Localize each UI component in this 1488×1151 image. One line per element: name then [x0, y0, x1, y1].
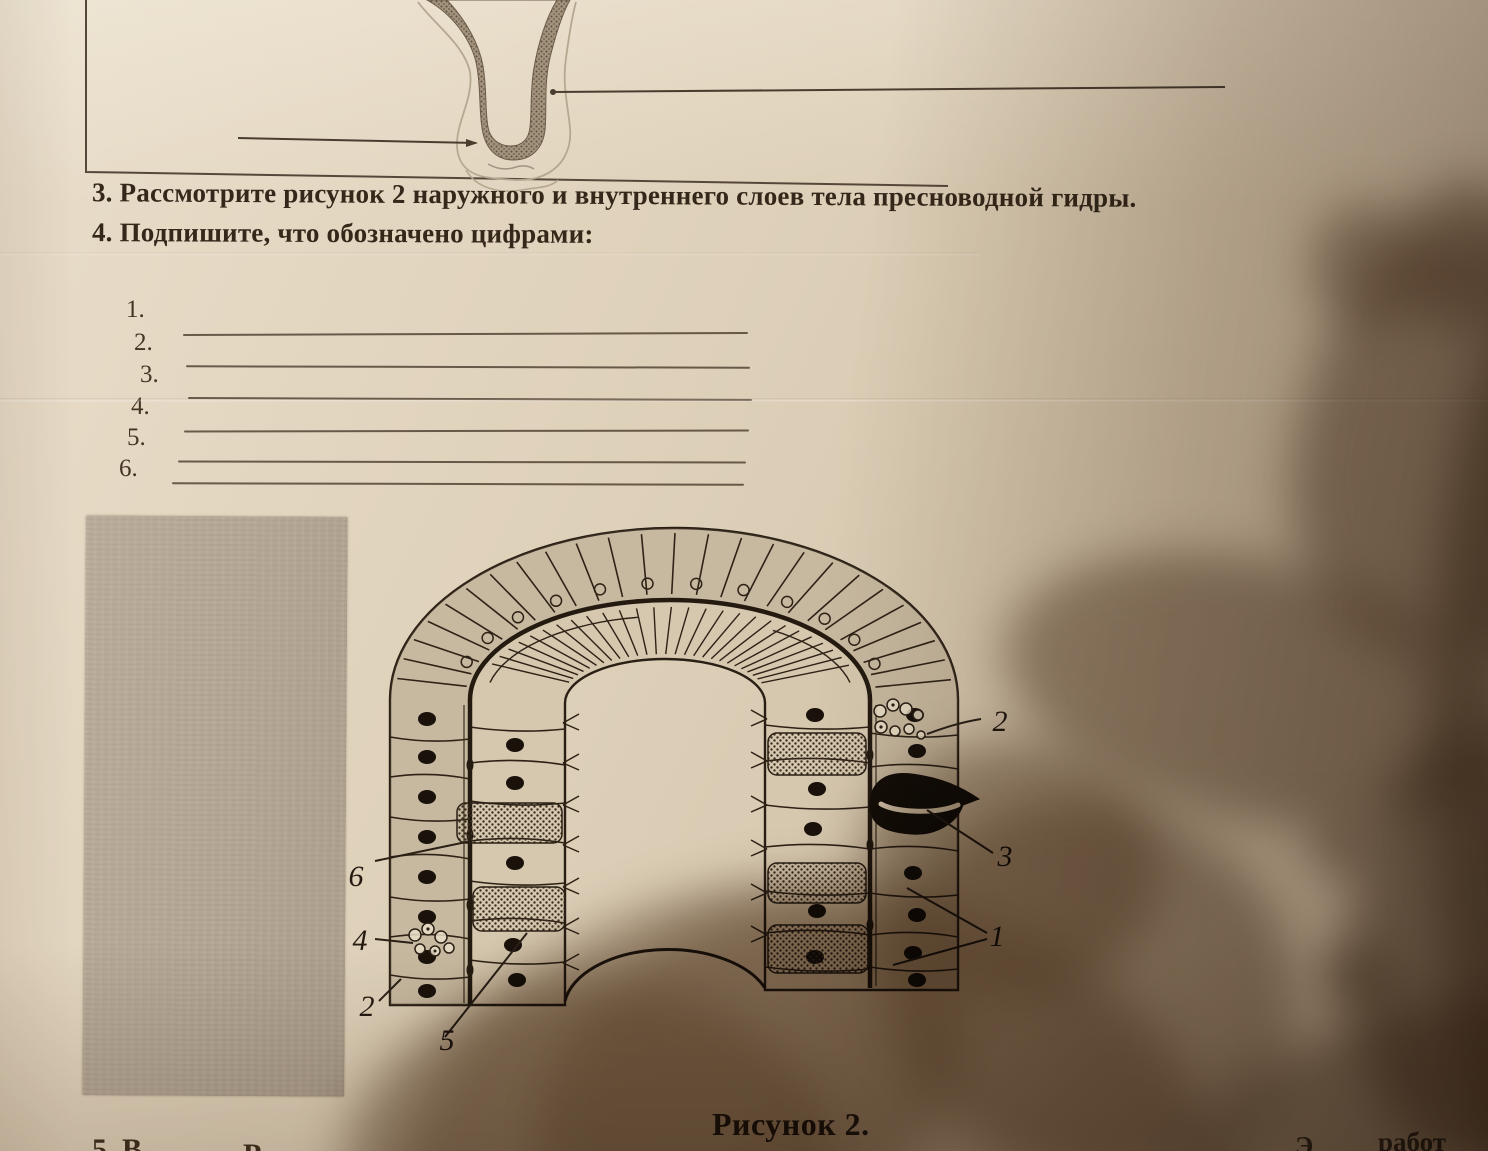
figure2-label-5: 5 [439, 1024, 455, 1057]
scanned-grey-block [82, 515, 348, 1097]
figure2-label-2-right: 2 [992, 705, 1008, 738]
figure2-label-3: 3 [997, 840, 1013, 873]
figure1-invagination-sketch [85, 0, 1226, 192]
arm-shadow-mid [978, 510, 1488, 870]
cavity-floor-arc [563, 948, 767, 1002]
list-number-6: 6. [119, 455, 138, 482]
hand-shadow-2 [1395, 180, 1488, 330]
answer-blank-6 [171, 482, 745, 486]
profile-shadow [1350, 740, 1488, 1151]
paper-crease [0, 398, 1488, 402]
inner-wavy-line [487, 163, 535, 170]
hand-shadow [1312, 205, 1422, 325]
task-3-text: 3. Рассмотрите рисунок 2 наружного и вну… [91, 177, 1137, 213]
right-edge-shadow [1430, 300, 1488, 1151]
bottom-right-fragment-2: работ [1378, 1127, 1447, 1151]
figure2-caption: Рисунок 2. [712, 1106, 870, 1142]
chin-shadow [1318, 940, 1390, 1012]
stinging-cell [869, 772, 981, 835]
list-number-1: 1. [126, 296, 145, 323]
tube-wall [425, 0, 571, 161]
bottom-left-fragment-2: Р [243, 1138, 261, 1151]
pointer-lines [237, 86, 1226, 147]
nose-shadow [1310, 815, 1370, 875]
list-number-2: 2. [134, 329, 153, 356]
task-4-text: 4. Подпишите, что обозначено цифрами: [91, 217, 594, 249]
list-number-3: 3. [140, 361, 159, 388]
cnidocyte-cluster-right [873, 698, 926, 740]
answer-blank-1 [182, 332, 749, 336]
mesoglea-line [467, 597, 873, 1005]
figure2-label-6: 6 [348, 860, 364, 893]
frame-border [85, 0, 949, 187]
figure2-label-1: 1 [989, 920, 1005, 953]
figure2-label-4: 4 [352, 924, 368, 957]
bottom-left-fragment-1: 5. В [92, 1133, 143, 1151]
answer-blank-4 [183, 429, 750, 433]
faint-foot [465, 169, 559, 192]
list-number-5: 5. [127, 424, 146, 451]
list-number-4: 4. [131, 393, 150, 420]
answer-blank-5 [177, 460, 747, 464]
faint-outline [417, 1, 577, 181]
figure2-hydra-body-wall [374, 526, 994, 1038]
answer-blank-2 [185, 365, 751, 369]
bottom-right-fragment-1: Э [1295, 1131, 1314, 1151]
figure2-label-2-left: 2 [359, 990, 375, 1023]
paper-crease-faint [0, 252, 980, 256]
forearm-shadow [1249, 194, 1488, 696]
